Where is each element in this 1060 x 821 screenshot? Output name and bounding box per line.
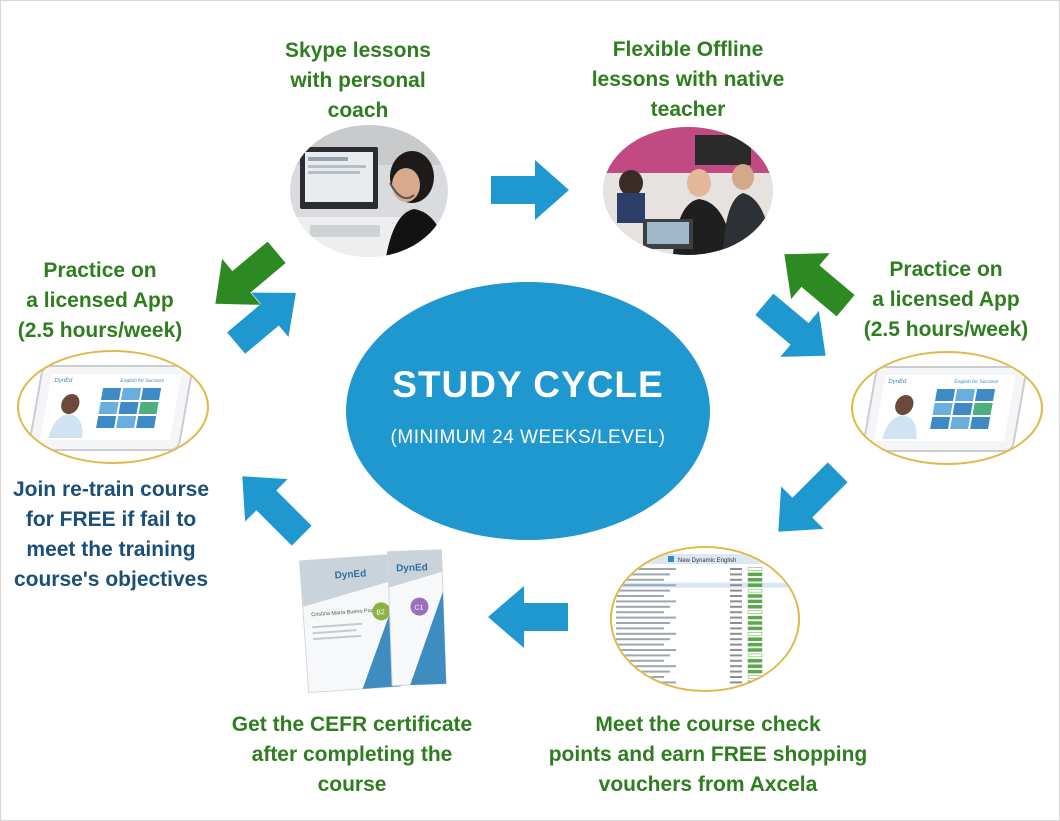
report-row-progress xyxy=(747,610,763,614)
report-row-label xyxy=(616,584,676,587)
report-row-progress xyxy=(747,588,763,593)
app-heading-left: English for Success xyxy=(120,378,165,384)
report-row-progress xyxy=(747,669,763,674)
report-row-progress xyxy=(747,572,763,577)
report-row-label xyxy=(616,611,664,614)
report-row-time xyxy=(730,611,742,614)
certificate-brand-2: DynEd xyxy=(396,562,428,574)
report-row-time xyxy=(730,659,742,662)
app-heading-right: English for Success xyxy=(954,379,999,385)
report-row-highlight xyxy=(612,582,798,588)
report-row-time xyxy=(730,605,742,608)
arrow-to-app-left xyxy=(227,292,296,354)
report-row-label xyxy=(616,616,676,619)
label-app-right: Practice on a licensed App (2.5 hours/we… xyxy=(863,258,1029,341)
report-row-time xyxy=(730,665,742,668)
report-row-progress xyxy=(747,621,763,625)
report-row-label xyxy=(616,659,664,662)
report-row-time xyxy=(730,638,742,641)
report-row-time xyxy=(730,627,742,630)
report-row-time xyxy=(730,584,742,587)
report-row-progress xyxy=(747,599,763,604)
certificate-holder-name: Cristina Maria Bueno Paz xyxy=(311,608,374,618)
app-brand-right: DynEd xyxy=(888,379,907,385)
center-subtitle: (MINIMUM 24 WEEKS/LEVEL) xyxy=(390,427,666,448)
report-row-progress xyxy=(747,605,763,609)
report-row-progress xyxy=(747,648,763,652)
arrow-to-checkpoints xyxy=(778,462,848,532)
report-row-label xyxy=(616,622,670,624)
report-row-progress xyxy=(747,653,763,658)
report-row-time xyxy=(730,670,742,673)
arrow-skype-to-offline xyxy=(491,160,569,220)
report-row-label xyxy=(616,670,670,673)
report-row-time xyxy=(730,595,742,597)
report-row-time xyxy=(730,589,742,592)
arrow-app-left-return xyxy=(215,241,286,305)
center-title: STUDY CYCLE xyxy=(392,364,664,405)
report-row-label xyxy=(616,595,664,597)
report-row-time xyxy=(730,676,742,678)
report-row-label xyxy=(616,589,670,592)
report-row-label xyxy=(616,568,676,570)
report-row-progress xyxy=(747,664,763,668)
report-rows xyxy=(612,567,798,685)
report-row-label xyxy=(616,654,670,657)
app-tablet-left: DynEd English for Success xyxy=(17,350,209,464)
arrow-app-right-return xyxy=(784,253,855,317)
report-row-progress xyxy=(747,637,763,641)
report-row-label xyxy=(616,643,664,646)
report-row-time xyxy=(730,643,742,646)
report-row-progress xyxy=(747,594,763,598)
report-row-progress xyxy=(747,659,763,663)
report-row-time xyxy=(730,681,742,684)
report-row-progress xyxy=(747,642,763,647)
report-row-time xyxy=(730,573,742,576)
report-row-progress xyxy=(747,615,763,620)
arrow-to-app-right xyxy=(755,293,826,357)
report-row-label xyxy=(616,578,664,581)
report-row-time xyxy=(730,632,742,635)
study-cycle-center: STUDY CYCLE (MINIMUM 24 WEEKS/LEVEL) xyxy=(346,282,710,540)
report-row-time xyxy=(730,568,742,570)
report-row-progress xyxy=(747,583,763,587)
certificate-level-c1: C1 xyxy=(414,604,423,611)
report-row-label xyxy=(616,638,670,641)
report-row-progress xyxy=(747,626,763,631)
report-row-progress xyxy=(747,632,763,636)
report-row-label xyxy=(616,573,670,576)
app-tablet-right: DynEd English for Success xyxy=(851,351,1043,465)
report-row-progress xyxy=(747,578,763,582)
report-row-time xyxy=(730,654,742,657)
report-row-progress xyxy=(747,567,763,571)
label-cefr-certificate: Get the CEFR certificate after completin… xyxy=(231,713,473,796)
report-row-time xyxy=(730,578,742,581)
progress-report-image: New Dynamic English xyxy=(610,546,800,692)
label-app-left: Practice on a licensed App (2.5 hours/we… xyxy=(17,259,183,342)
skype-lesson-photo xyxy=(290,125,448,257)
cefr-certificates-image: DynEd Cristina Maria Bueno Paz B2 DynEd … xyxy=(298,543,448,693)
report-row-label xyxy=(616,649,676,651)
report-row-label xyxy=(616,600,676,603)
app-brand-left: DynEd xyxy=(54,378,73,384)
report-row-time xyxy=(730,622,742,624)
report-row-label xyxy=(616,665,676,668)
report-row-time xyxy=(730,600,742,603)
report-title: New Dynamic English xyxy=(678,558,736,564)
arrow-to-retrain xyxy=(242,476,312,546)
arrow-to-certificate xyxy=(488,586,568,648)
certificate-level-b2: B2 xyxy=(376,609,385,617)
label-retrain-course: Join re-train course for FREE if fail to… xyxy=(12,478,210,591)
label-skype-lessons: Skype lessons with personal coach xyxy=(285,39,431,122)
report-row-time xyxy=(730,616,742,619)
label-offline-lessons: Flexible Offline lessons with native tea… xyxy=(591,38,785,121)
report-row-time xyxy=(730,649,742,651)
certificate-brand-1: DynEd xyxy=(334,568,366,581)
report-row-label xyxy=(616,632,676,635)
report-row-label xyxy=(616,627,664,630)
label-course-checkpoints: Meet the course check points and earn FR… xyxy=(548,713,868,796)
report-row-label xyxy=(616,605,670,608)
